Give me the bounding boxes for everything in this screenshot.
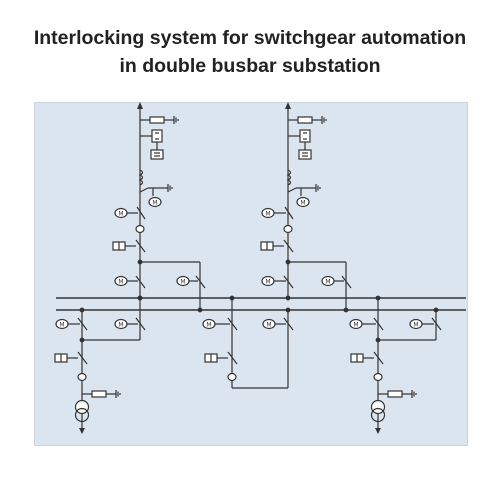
- bay-e: M M: [349, 295, 442, 434]
- diagram-panel: [34, 102, 468, 446]
- interlock-lock-icon: [151, 129, 163, 143]
- svg-text:M: M: [353, 322, 358, 329]
- bay-a: M M M M: [112, 102, 206, 313]
- svg-text:M: M: [206, 322, 211, 329]
- svg-text:M: M: [152, 200, 157, 207]
- current-transformer-icon: [373, 372, 383, 382]
- power-transformer-icon: [74, 399, 90, 423]
- current-transformer-icon: [227, 372, 237, 382]
- voltage-transformer-icon: [297, 116, 313, 124]
- bay-b: M M M M: [260, 102, 352, 313]
- current-transformer-icon: [135, 224, 145, 234]
- svg-text:M: M: [118, 322, 123, 329]
- current-transformer-icon: [283, 224, 293, 234]
- svg-text:M: M: [118, 279, 123, 286]
- svg-text:M: M: [325, 279, 330, 286]
- svg-text:M: M: [265, 279, 270, 286]
- title-line-2: in double busbar substation: [119, 55, 381, 77]
- svg-text:M: M: [265, 211, 270, 218]
- svg-text:M: M: [300, 200, 305, 207]
- current-transformer-icon: [77, 372, 87, 382]
- voltage-transformer-icon: [387, 390, 403, 398]
- svg-text:M: M: [59, 322, 64, 329]
- power-transformer-icon: [370, 399, 386, 423]
- disconnector-blade: [284, 206, 294, 220]
- bay-c: M M: [54, 295, 146, 434]
- circuit-breaker-blade: [77, 351, 88, 365]
- circuit-breaker-blade: [373, 351, 384, 365]
- title-line-1: Interlocking system for switchgear autom…: [33, 27, 467, 49]
- motor-operator-icon: [296, 196, 310, 208]
- circuit-breaker-blade: [283, 239, 294, 253]
- motor-operator-icon: [148, 196, 162, 208]
- svg-text:M: M: [266, 322, 271, 329]
- feeder-arrow-icon: [375, 428, 381, 434]
- circuit-breaker-blade: [227, 351, 238, 365]
- circuit-breaker-blade: [135, 239, 146, 253]
- interlock-lock-icon: [299, 129, 311, 143]
- feeder-arrow-icon: [285, 102, 291, 109]
- earthing-switch-icon: [164, 116, 179, 124]
- feeder-arrow-icon: [137, 102, 143, 109]
- disconnector-blade: [136, 206, 146, 220]
- voltage-transformer-icon: [149, 116, 165, 124]
- bay-d: M M: [202, 295, 294, 389]
- reactor-icon: [138, 169, 144, 186]
- svg-text:M: M: [413, 322, 418, 329]
- feeder-arrow-icon: [79, 428, 85, 434]
- diagram-title: Interlocking system for switchgear autom…: [0, 24, 500, 80]
- svg-text:M: M: [118, 211, 123, 218]
- voltage-transformer-icon: [91, 390, 107, 398]
- reactor-icon: [286, 169, 292, 186]
- earthing-switch-icon: [312, 116, 327, 124]
- svg-text:M: M: [180, 279, 185, 286]
